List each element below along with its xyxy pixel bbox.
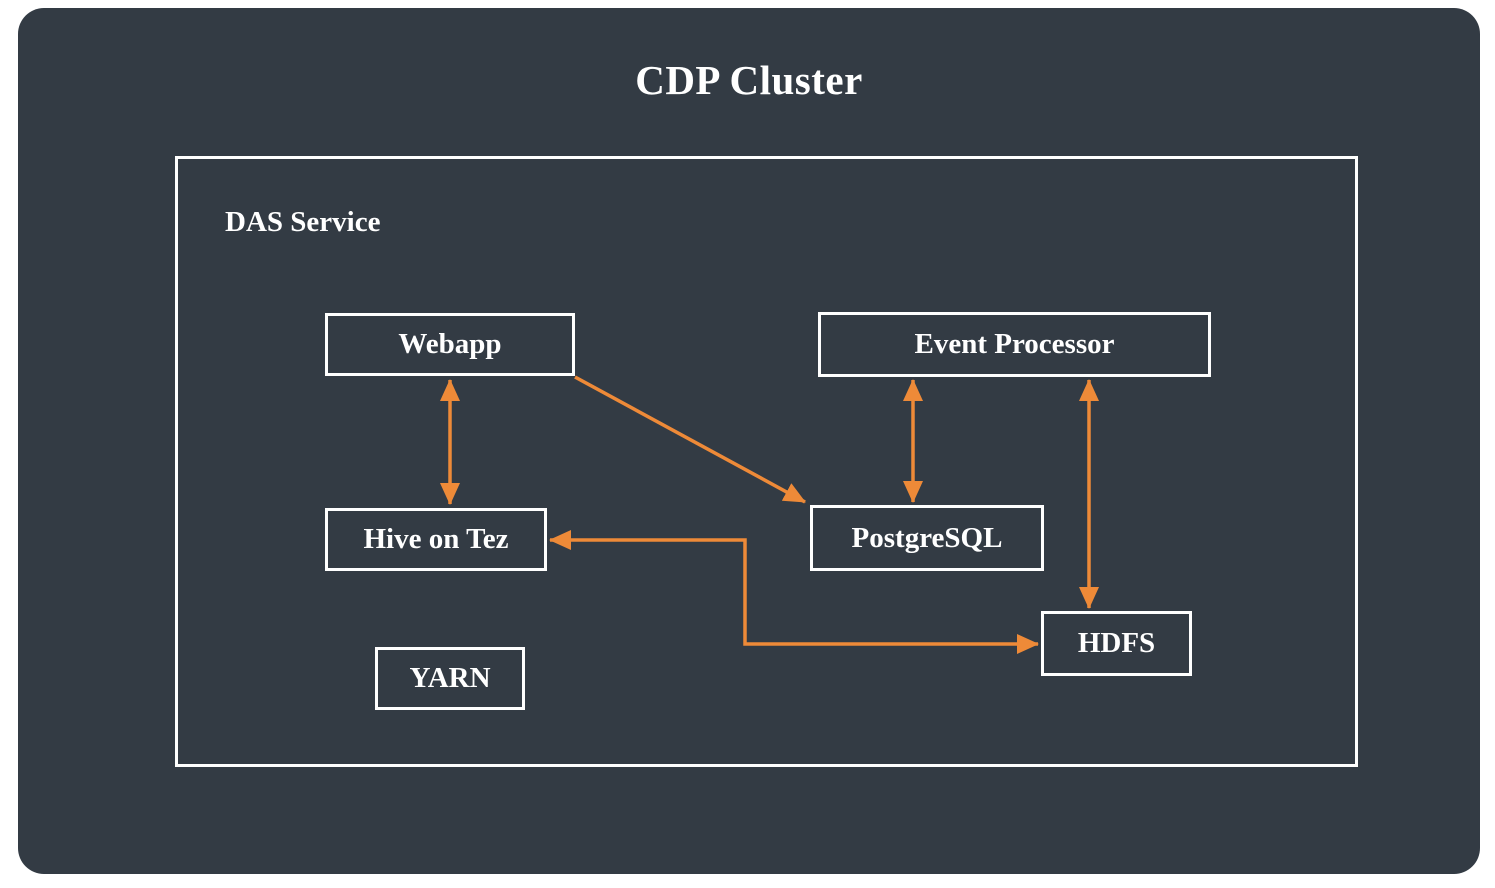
node-yarn-label: YARN [409,662,491,694]
das-service-group [175,156,1358,767]
cdp-cluster-container: CDP Cluster DAS Service Webapp E [18,8,1480,874]
node-event-processor: Event Processor [818,312,1211,377]
diagram-title: CDP Cluster [635,57,863,103]
node-webapp: Webapp [325,313,575,376]
node-hdfs: HDFS [1041,611,1192,676]
node-hive-on-tez: Hive on Tez [325,508,547,571]
node-postgresql-label: PostgreSQL [851,521,1003,554]
das-service-label: DAS Service [225,206,381,238]
node-postgresql: PostgreSQL [810,505,1044,571]
node-hdfs-label: HDFS [1077,627,1156,659]
node-webapp-label: Webapp [398,328,502,360]
node-yarn: YARN [375,647,525,710]
node-hive-on-tez-label: Hive on Tez [363,523,509,555]
node-event-processor-label: Event Processor [914,328,1115,360]
